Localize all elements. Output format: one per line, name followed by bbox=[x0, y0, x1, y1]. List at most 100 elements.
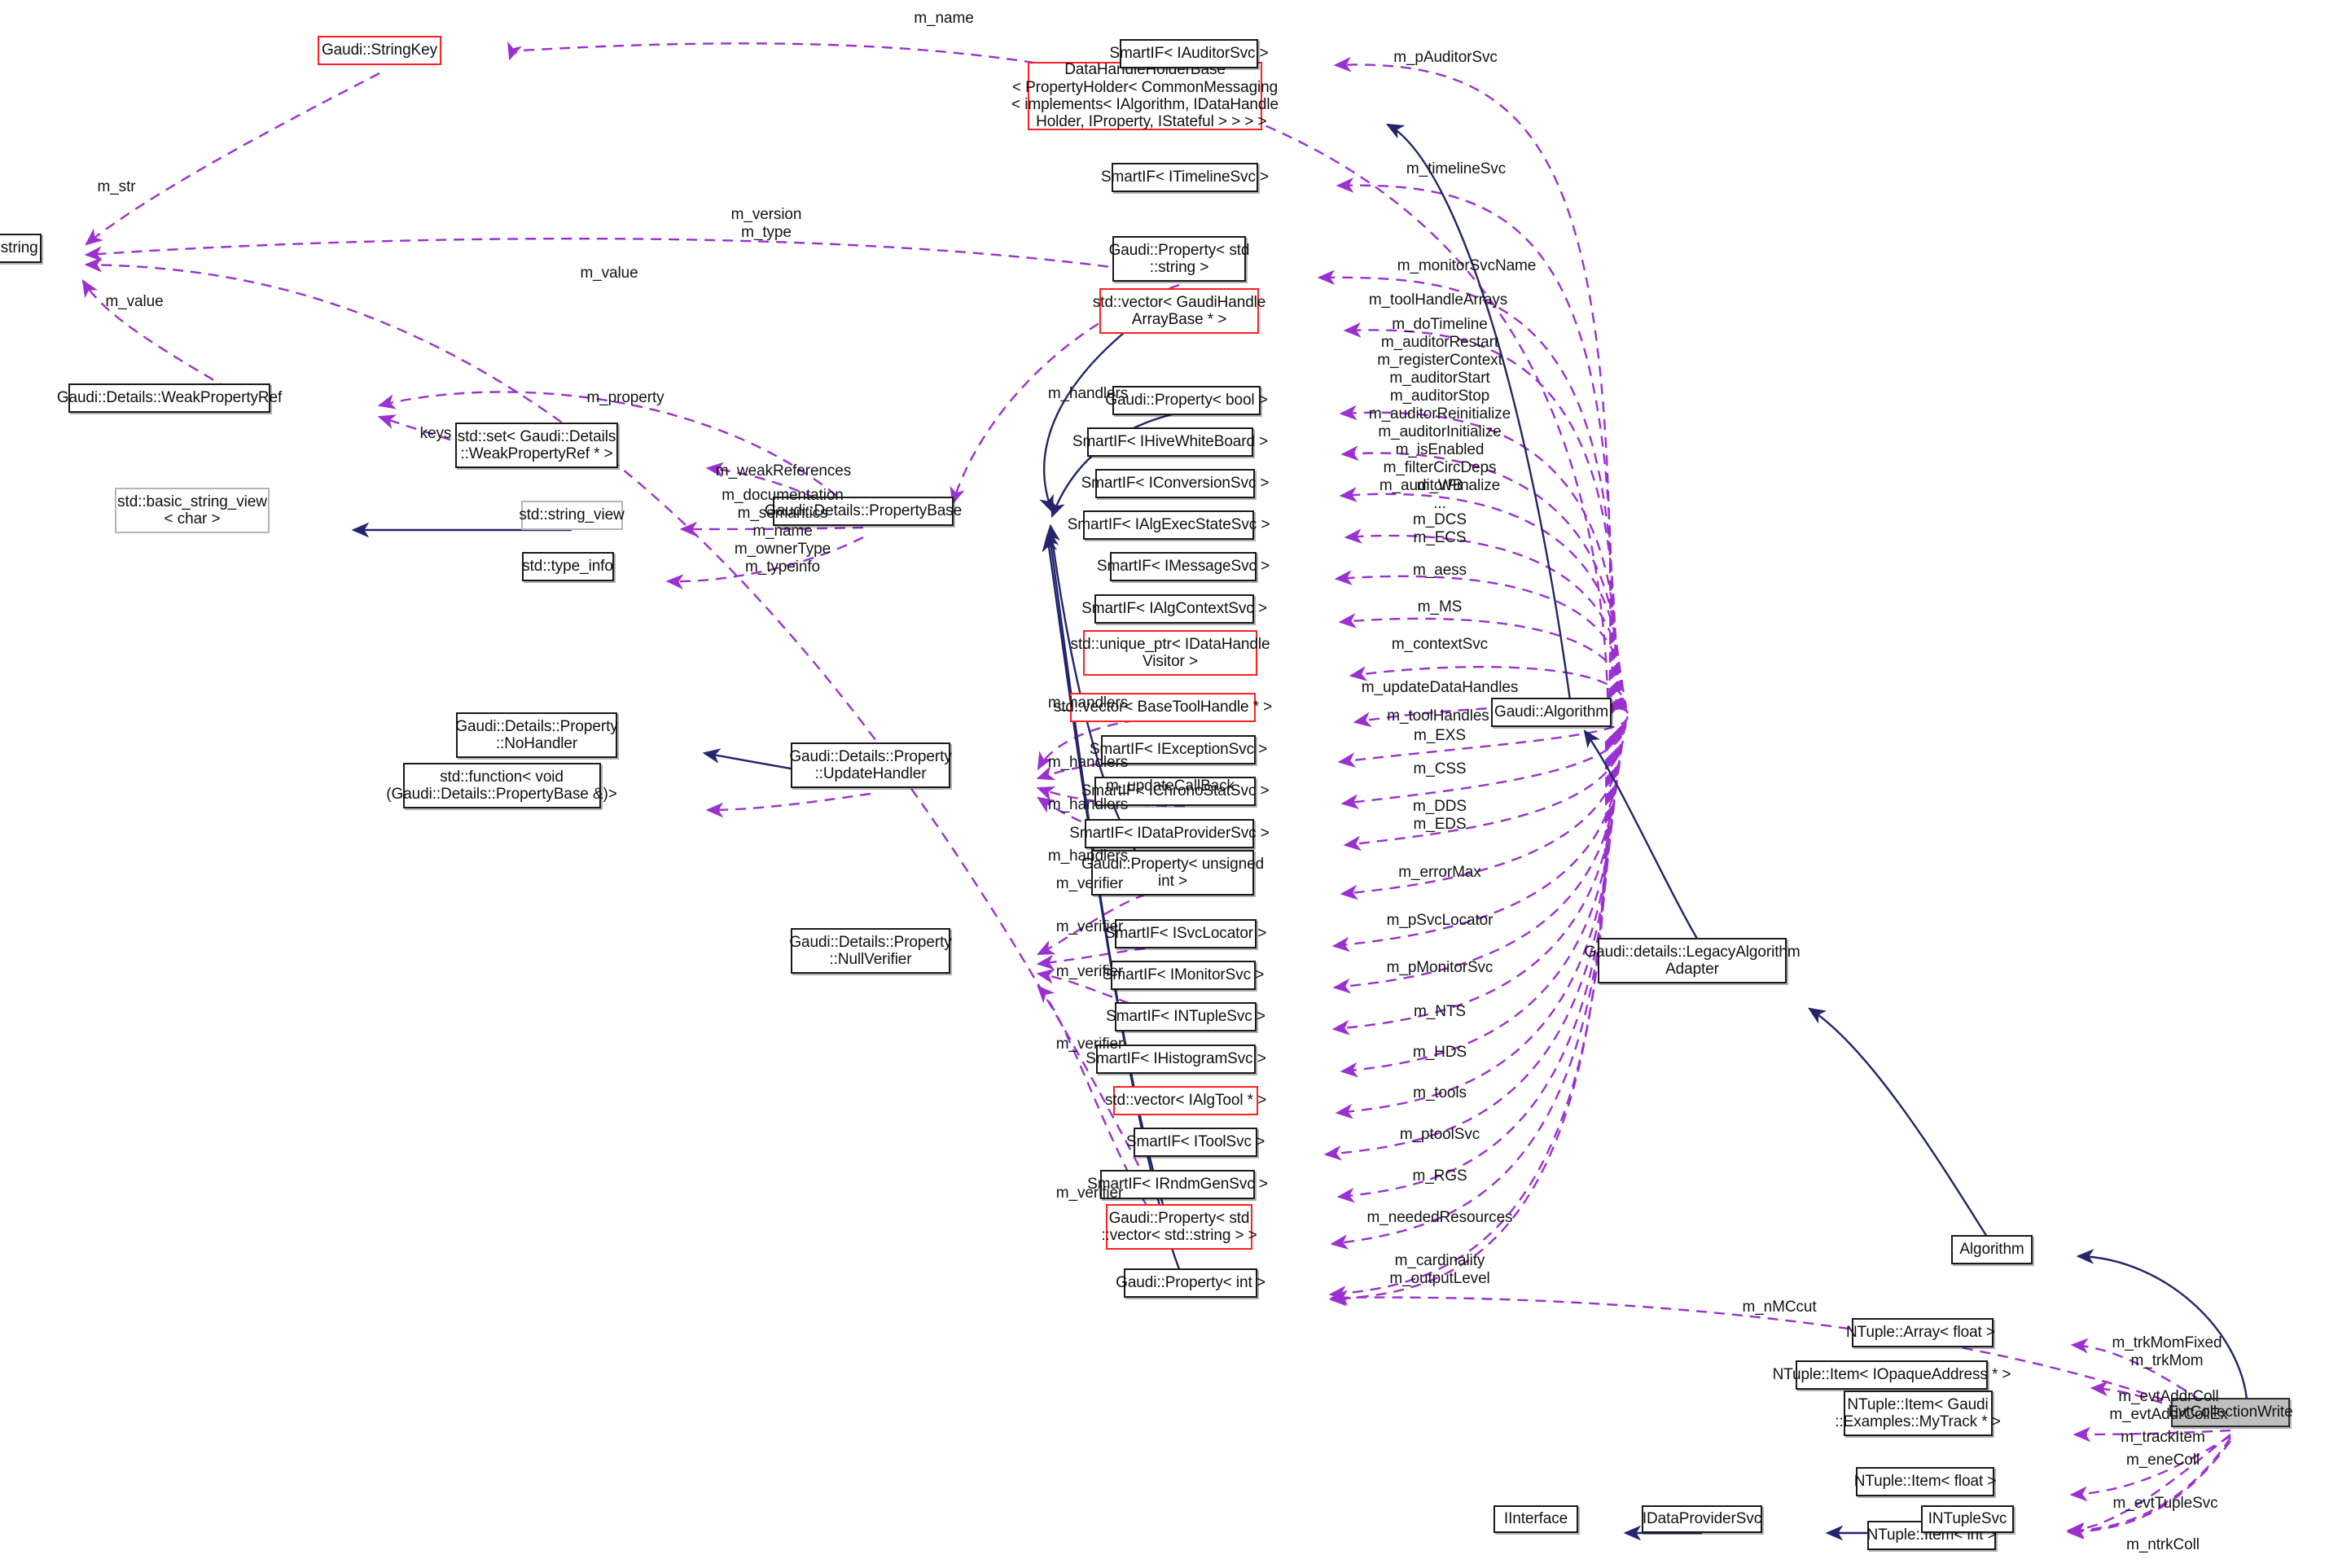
edge-label-m_updateCallBack: m_updateCallBack bbox=[1106, 777, 1235, 795]
class-node-propertybase[interactable]: Gaudi::Details::PropertyBase bbox=[765, 497, 962, 526]
class-node-setweakpropref[interactable]: std::set< Gaudi::Details ::WeakPropertyR… bbox=[455, 423, 618, 468]
edge-label-m_handlers_top: m_handlers bbox=[1047, 385, 1129, 402]
class-node-stringview[interactable]: std::string_view bbox=[519, 501, 625, 530]
edge-label-m_ptoolSvc: m_ptoolSvc bbox=[1399, 1126, 1480, 1143]
class-node-ichronostatsvc[interactable]: SmartIF< IChronoStatSvc > bbox=[1081, 777, 1270, 806]
class-node-hivewhiteboard[interactable]: SmartIF< IHiveWhiteBoard > bbox=[1072, 427, 1268, 457]
edge-label-m_verifier_2: m_verifier bbox=[1055, 918, 1124, 935]
class-node-ntupleitemmytrack[interactable]: NTuple::Item< Gaudi ::Examples::MyTrack … bbox=[1835, 1391, 2001, 1436]
class-node-ihistogramsvc[interactable]: SmartIF< IHistogramSvc > bbox=[1086, 1045, 1266, 1074]
edge-label-m_weakReferences: m_weakReferences bbox=[715, 462, 852, 480]
class-node-propvecstring[interactable]: Gaudi::Property< std ::vector< std::stri… bbox=[1101, 1204, 1257, 1250]
edge-label-m_pSvcLocator: m_pSvcLocator bbox=[1386, 912, 1493, 929]
class-node-datahandleholder[interactable]: DataHandleHolderBase < PropertyHolder< C… bbox=[1011, 61, 1279, 131]
class-node-itoolsvc[interactable]: SmartIF< IToolSvc > bbox=[1126, 1128, 1265, 1157]
class-node-propuint[interactable]: Gaudi::Property< unsigned int > bbox=[1081, 850, 1264, 896]
edge-label-m_verifier_1: m_verifier bbox=[1055, 875, 1124, 892]
edge-label-m_aess: m_aess bbox=[1413, 562, 1467, 579]
edge-label-m_ntrkColl: m_ntrkColl bbox=[2126, 1536, 2200, 1553]
edge-label-keys: keys bbox=[419, 425, 452, 442]
class-node-uniqueptrvisitor[interactable]: std::unique_ptr< IDataHandle Visitor > bbox=[1071, 630, 1270, 676]
class-node-propbool[interactable]: Gaudi::Property< bool > bbox=[1105, 386, 1268, 415]
class-node-gaudialgorithm[interactable]: Gaudi::Algorithm bbox=[1491, 698, 1612, 727]
edge-label-m_neededResources: m_neededResources bbox=[1366, 1209, 1513, 1226]
class-node-idataprovidersvc2[interactable]: IDataProviderSvc bbox=[1642, 1505, 1762, 1533]
class-node-ntupleitemiopaque[interactable]: NTuple::Item< IOpaqueAddress * > bbox=[1773, 1360, 2011, 1390]
class-node-stringkey[interactable]: Gaudi::StringKey bbox=[318, 36, 441, 65]
edge-label-m_verifier_4: m_verifier bbox=[1055, 1036, 1124, 1053]
class-node-intuplesvc[interactable]: SmartIF< INTupleSvc > bbox=[1106, 1002, 1265, 1031]
class-node-weakpropref[interactable]: Gaudi::Details::WeakPropertyRef bbox=[57, 383, 282, 413]
edge-label-m_MS: m_MS bbox=[1417, 598, 1463, 615]
edge-label-m_version_type: m_version m_type bbox=[730, 206, 802, 242]
edge-label-m_flags_block: m_doTimeline m_auditorRestart m_register… bbox=[1368, 316, 1511, 513]
edge-label-m_timelineSvc: m_timelineSvc bbox=[1406, 160, 1507, 177]
edge-label-m_doc_block: m_documentation m_semantics m_name m_own… bbox=[722, 487, 844, 576]
class-node-iinterface[interactable]: IInterface bbox=[1493, 1505, 1578, 1533]
class-node-algorithm[interactable]: Algorithm bbox=[1951, 1235, 2033, 1264]
class-node-stdstring[interactable]: std::string bbox=[0, 234, 42, 263]
class-node-vecialgtool[interactable]: std::vector< IAlgTool * > bbox=[1105, 1086, 1266, 1115]
edge-label-m_handlers_2: m_handlers bbox=[1047, 694, 1129, 712]
class-node-isvclocator[interactable]: SmartIF< ISvcLocator > bbox=[1105, 919, 1266, 948]
edge-label-m_handlers_5: m_handlers bbox=[1047, 848, 1129, 865]
edge-label-m_eneColl: m_eneColl bbox=[2126, 1452, 2200, 1469]
class-node-evtcollectionwrite[interactable]: EvtCollectionWrite bbox=[2168, 1398, 2293, 1427]
edge-label-m_str: m_str bbox=[97, 178, 136, 195]
edge-label-m_value_left: m_value bbox=[105, 293, 164, 310]
edge-label-m_value_right: m_value bbox=[580, 265, 638, 282]
edge-label-m_handlers_4: m_handlers bbox=[1047, 796, 1129, 813]
edge-label-m_DCS_ECS: m_DCS m_ECS bbox=[1412, 511, 1467, 547]
class-node-legacyadapter[interactable]: Gaudi::details::LegacyAlgorithm Adapter bbox=[1584, 938, 1801, 983]
edge-label-m_property: m_property bbox=[586, 389, 665, 406]
edge-label-m_nMCcut: m_nMCcut bbox=[1742, 1299, 1817, 1316]
edge-label-m_DDS_EDS: m_DDS m_EDS bbox=[1412, 798, 1467, 834]
class-node-irndmgensvc[interactable]: SmartIF< IRndmGenSvc > bbox=[1087, 1170, 1268, 1199]
class-node-basicstringview[interactable]: std::basic_string_view < char > bbox=[115, 488, 270, 533]
edge-label-m_verifier_3: m_verifier bbox=[1055, 963, 1124, 980]
class-node-itimelinesvc[interactable]: SmartIF< ITimelineSvc > bbox=[1101, 163, 1269, 192]
edge-label-m_cardinality: m_cardinality m_outputLevel bbox=[1389, 1252, 1490, 1288]
class-node-ntupleitemfloat[interactable]: NTuple::Item< float > bbox=[1854, 1467, 1996, 1496]
edge-label-m_NTS: m_NTS bbox=[1414, 1003, 1466, 1020]
class-node-iauditorsvc[interactable]: SmartIF< IAuditorSvc > bbox=[1109, 39, 1269, 68]
edge-label-m_trackItem: m_trackItem bbox=[2121, 1429, 2205, 1446]
class-node-iexceptionsvc[interactable]: SmartIF< IExceptionSvc > bbox=[1090, 735, 1267, 764]
edge-label-m_toolHandles: m_toolHandles bbox=[1387, 707, 1489, 725]
class-node-idataprovidersvc[interactable]: SmartIF< IDataProviderSvc > bbox=[1069, 819, 1270, 848]
class-node-nohandler[interactable]: Gaudi::Details::Property ::NoHandler bbox=[455, 712, 618, 758]
class-node-nullverifier[interactable]: Gaudi::Details::Property ::NullVerifier bbox=[789, 928, 952, 974]
class-node-ntuplearrayfloat[interactable]: NTuple::Array< float > bbox=[1846, 1318, 1995, 1347]
edge-label-m_CSS: m_CSS bbox=[1413, 760, 1467, 777]
edge-label-m_trkMomFixed: m_trkMomFixed m_trkMom bbox=[2112, 1334, 2222, 1370]
edge-label-m_name: m_name bbox=[914, 10, 974, 27]
edge-label-m_verifier_5: m_verifier bbox=[1055, 1185, 1124, 1202]
class-node-propint[interactable]: Gaudi::Property< int > bbox=[1116, 1268, 1265, 1298]
edge-label-m_RGS: m_RGS bbox=[1412, 1167, 1467, 1185]
class-node-vecgaudihandle[interactable]: std::vector< GaudiHandle ArrayBase * > bbox=[1093, 288, 1265, 334]
edge-label-m_pMonitorSvc: m_pMonitorSvc bbox=[1386, 959, 1493, 976]
class-node-ialgexecstatesvc[interactable]: SmartIF< IAlgExecStateSvc > bbox=[1068, 510, 1270, 540]
edge-label-m_EXS: m_EXS bbox=[1414, 727, 1466, 744]
edge-label-m_pAuditorSvc: m_pAuditorSvc bbox=[1393, 49, 1498, 66]
class-node-updatehandler[interactable]: Gaudi::Details::Property ::UpdateHandler bbox=[789, 742, 952, 788]
class-node-imonitorsvc[interactable]: SmartIF< IMonitorSvc > bbox=[1103, 961, 1264, 990]
edge-label-m_evtTupleSvc: m_evtTupleSvc bbox=[2112, 1495, 2218, 1512]
edge-label-m_handlers_3: m_handlers bbox=[1047, 754, 1129, 771]
edge-label-m_errorMax: m_errorMax bbox=[1398, 864, 1481, 881]
class-node-propstring[interactable]: Gaudi::Property< std ::string > bbox=[1109, 236, 1250, 282]
class-node-intuplesvc2[interactable]: INTupleSvc bbox=[1921, 1505, 2014, 1533]
class-node-ialgcontextsvc[interactable]: SmartIF< IAlgContextSvc > bbox=[1081, 594, 1267, 624]
edge-label-m_HDS: m_HDS bbox=[1412, 1044, 1467, 1061]
class-node-stdfunction[interactable]: std::function< void (Gaudi::Details::Pro… bbox=[386, 763, 617, 808]
edge-label-m_WB: m_WB bbox=[1416, 477, 1463, 494]
class-node-iconversionsvc[interactable]: SmartIF< IConversionSvc > bbox=[1081, 469, 1270, 498]
class-node-imessagesvc[interactable]: SmartIF< IMessageSvc > bbox=[1097, 552, 1270, 581]
edge-label-m_monitorSvcName: m_monitorSvcName bbox=[1397, 257, 1537, 274]
class-node-typeinfo[interactable]: std::type_info bbox=[521, 552, 614, 581]
edge-label-m_updateDataHandles: m_updateDataHandles bbox=[1361, 679, 1519, 696]
edge-label-m_contextSvc: m_contextSvc bbox=[1391, 636, 1489, 653]
edge-label-m_tools: m_tools bbox=[1413, 1084, 1467, 1102]
class-node-vecbasetoolh[interactable]: std::vector< BaseToolHandle * > bbox=[1054, 693, 1272, 722]
